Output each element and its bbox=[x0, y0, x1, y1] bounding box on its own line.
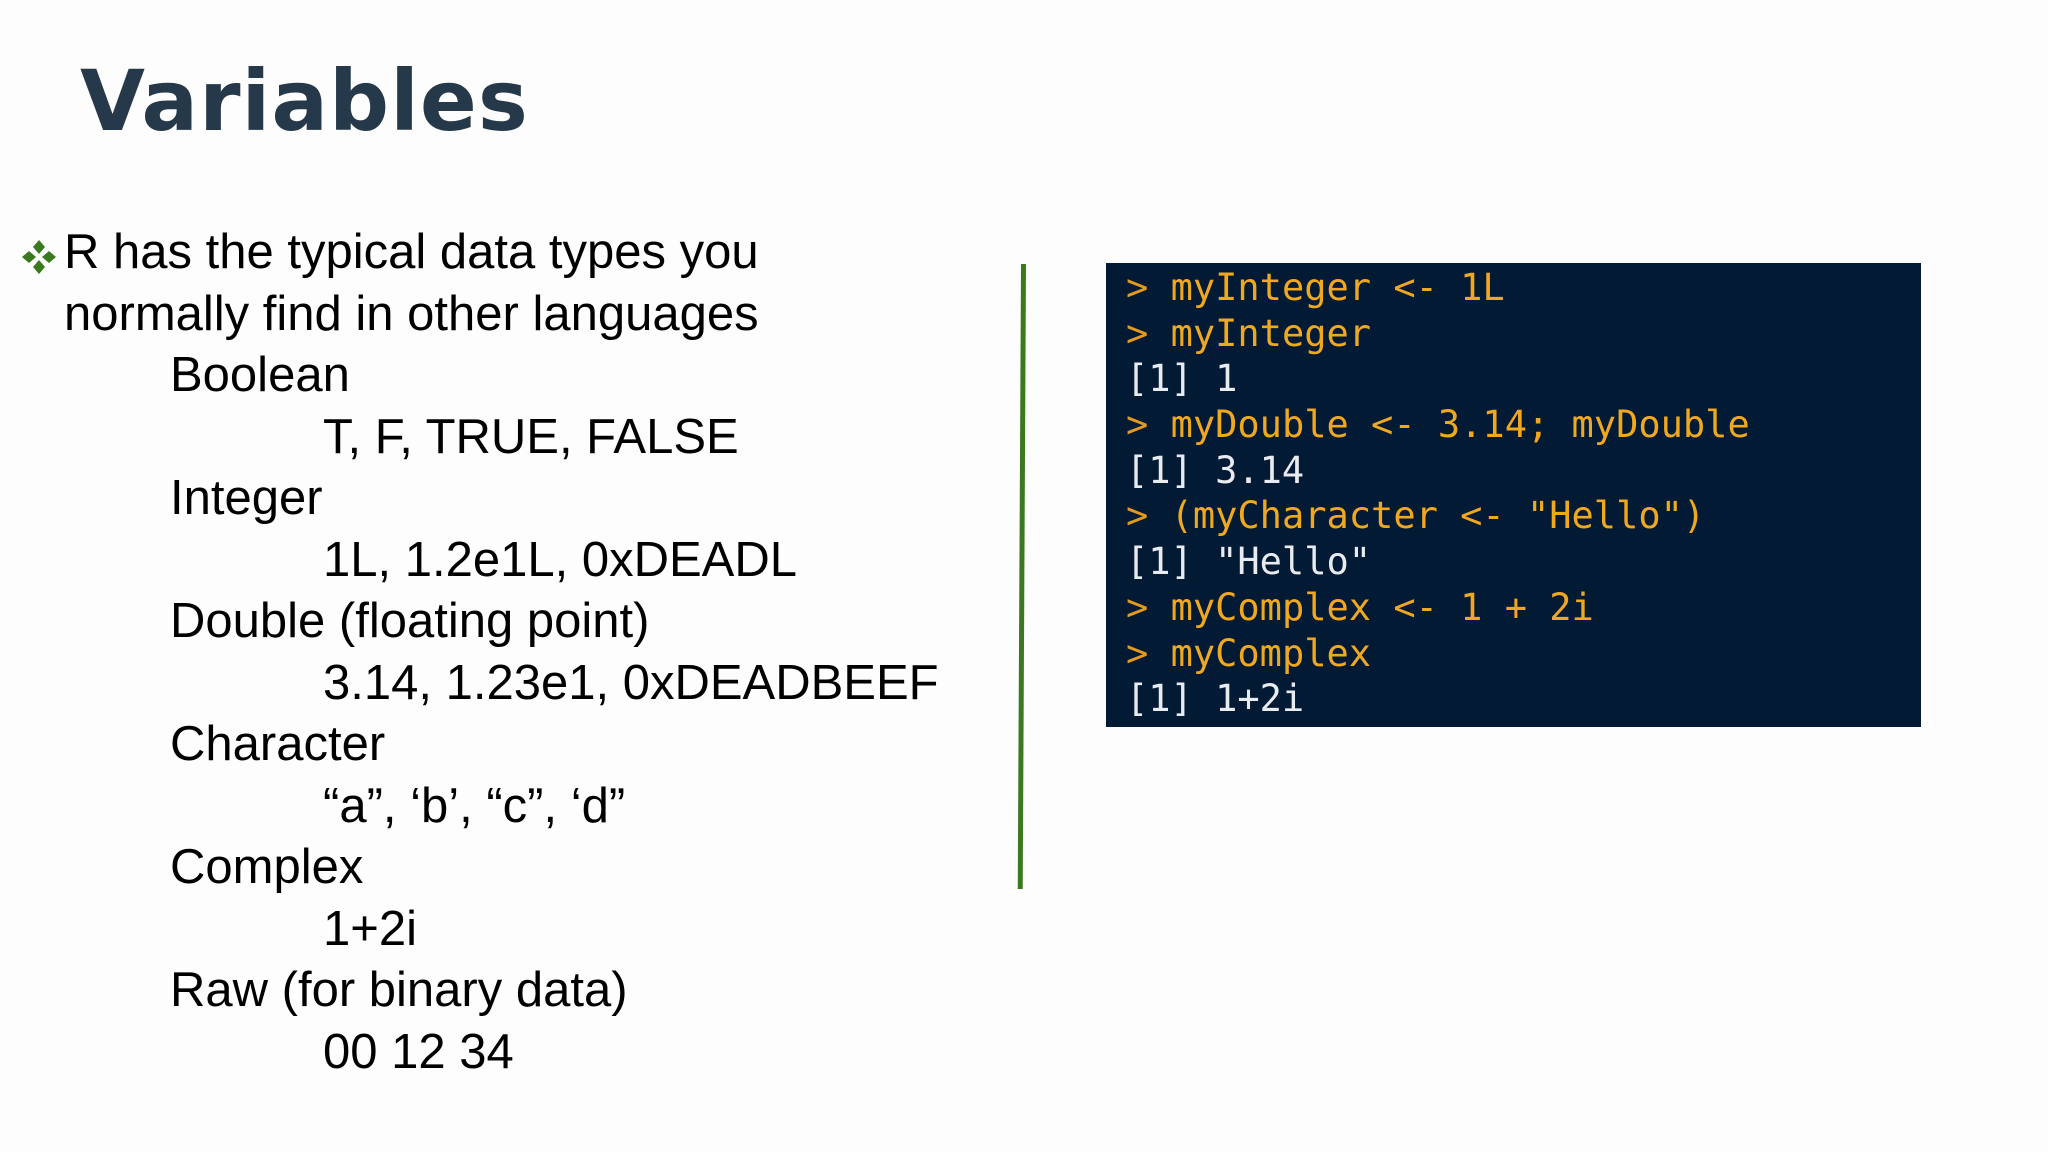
type-example: T, F, TRUE, FALSE bbox=[323, 409, 739, 464]
console-line: [1] 1 bbox=[1126, 356, 1921, 402]
console-prompt: > bbox=[1126, 494, 1149, 538]
console-output: [1] 1+2i bbox=[1126, 677, 1305, 721]
console-output: [1] 1 bbox=[1126, 357, 1238, 401]
type-name: Integer bbox=[170, 471, 323, 525]
console-output: [1] 3.14 bbox=[1126, 448, 1305, 492]
console-line: > myComplex bbox=[1126, 631, 1921, 677]
console-input: myInteger bbox=[1170, 311, 1372, 355]
console-prompt: > bbox=[1126, 631, 1149, 675]
data-type-list: Boolean T, F, TRUE, FALSE Integer 1L, 1.… bbox=[20, 345, 980, 1083]
type-name: Double (floating point) bbox=[170, 594, 650, 648]
console-input: myComplex <- 1 + 2i bbox=[1170, 585, 1594, 629]
bullet-text-line1: R has the typical data types you bbox=[64, 225, 759, 279]
type-name: Boolean bbox=[170, 348, 350, 402]
console-prompt: > bbox=[1126, 311, 1149, 355]
console-line: [1] "Hello" bbox=[1126, 539, 1921, 585]
type-name: Character bbox=[170, 717, 386, 771]
console-line: [1] 3.14 bbox=[1126, 448, 1921, 494]
console-line: > myDouble <- 3.14; myDouble bbox=[1126, 402, 1921, 448]
vertical-divider bbox=[1017, 263, 1026, 890]
bullet-item: R has the typical data types you bbox=[20, 222, 980, 284]
type-name: Complex bbox=[170, 840, 364, 894]
console-input: myInteger <- 1L bbox=[1170, 266, 1505, 309]
console-line: > myInteger bbox=[1126, 311, 1921, 357]
bullet-content: R has the typical data types you normall… bbox=[20, 222, 980, 1083]
console-prompt: > bbox=[1126, 585, 1149, 629]
diamond-bullet-icon bbox=[22, 240, 56, 274]
type-example: “a”, ‘b’, “c”, ‘d” bbox=[323, 778, 626, 833]
console-input: myComplex bbox=[1170, 631, 1372, 675]
console-line: [1] 1+2i bbox=[1126, 676, 1921, 722]
bullet-text-line2: normally find in other languages bbox=[64, 286, 759, 341]
type-name: Raw (for binary data) bbox=[170, 963, 628, 1017]
console-output: [1] "Hello" bbox=[1126, 540, 1372, 584]
console-line: > myComplex <- 1 + 2i bbox=[1126, 585, 1921, 631]
type-example: 1L, 1.2e1L, 0xDEADL bbox=[323, 532, 797, 587]
type-example: 00 12 34 bbox=[323, 1024, 514, 1079]
console-prompt: > bbox=[1126, 266, 1149, 309]
type-example: 1+2i bbox=[323, 901, 418, 956]
r-console-screenshot: > myInteger <- 1L > myInteger [1] 1 > my… bbox=[1106, 263, 1921, 727]
console-input: (myCharacter <- "Hello") bbox=[1170, 494, 1706, 538]
slide-title: Variables bbox=[80, 52, 529, 150]
console-prompt: > bbox=[1126, 403, 1149, 447]
console-line: > (myCharacter <- "Hello") bbox=[1126, 493, 1921, 539]
console-input: myDouble <- 3.14; myDouble bbox=[1170, 403, 1750, 447]
type-example: 3.14, 1.23e1, 0xDEADBEEF bbox=[323, 655, 939, 710]
console-line: > myInteger <- 1L bbox=[1126, 265, 1921, 311]
